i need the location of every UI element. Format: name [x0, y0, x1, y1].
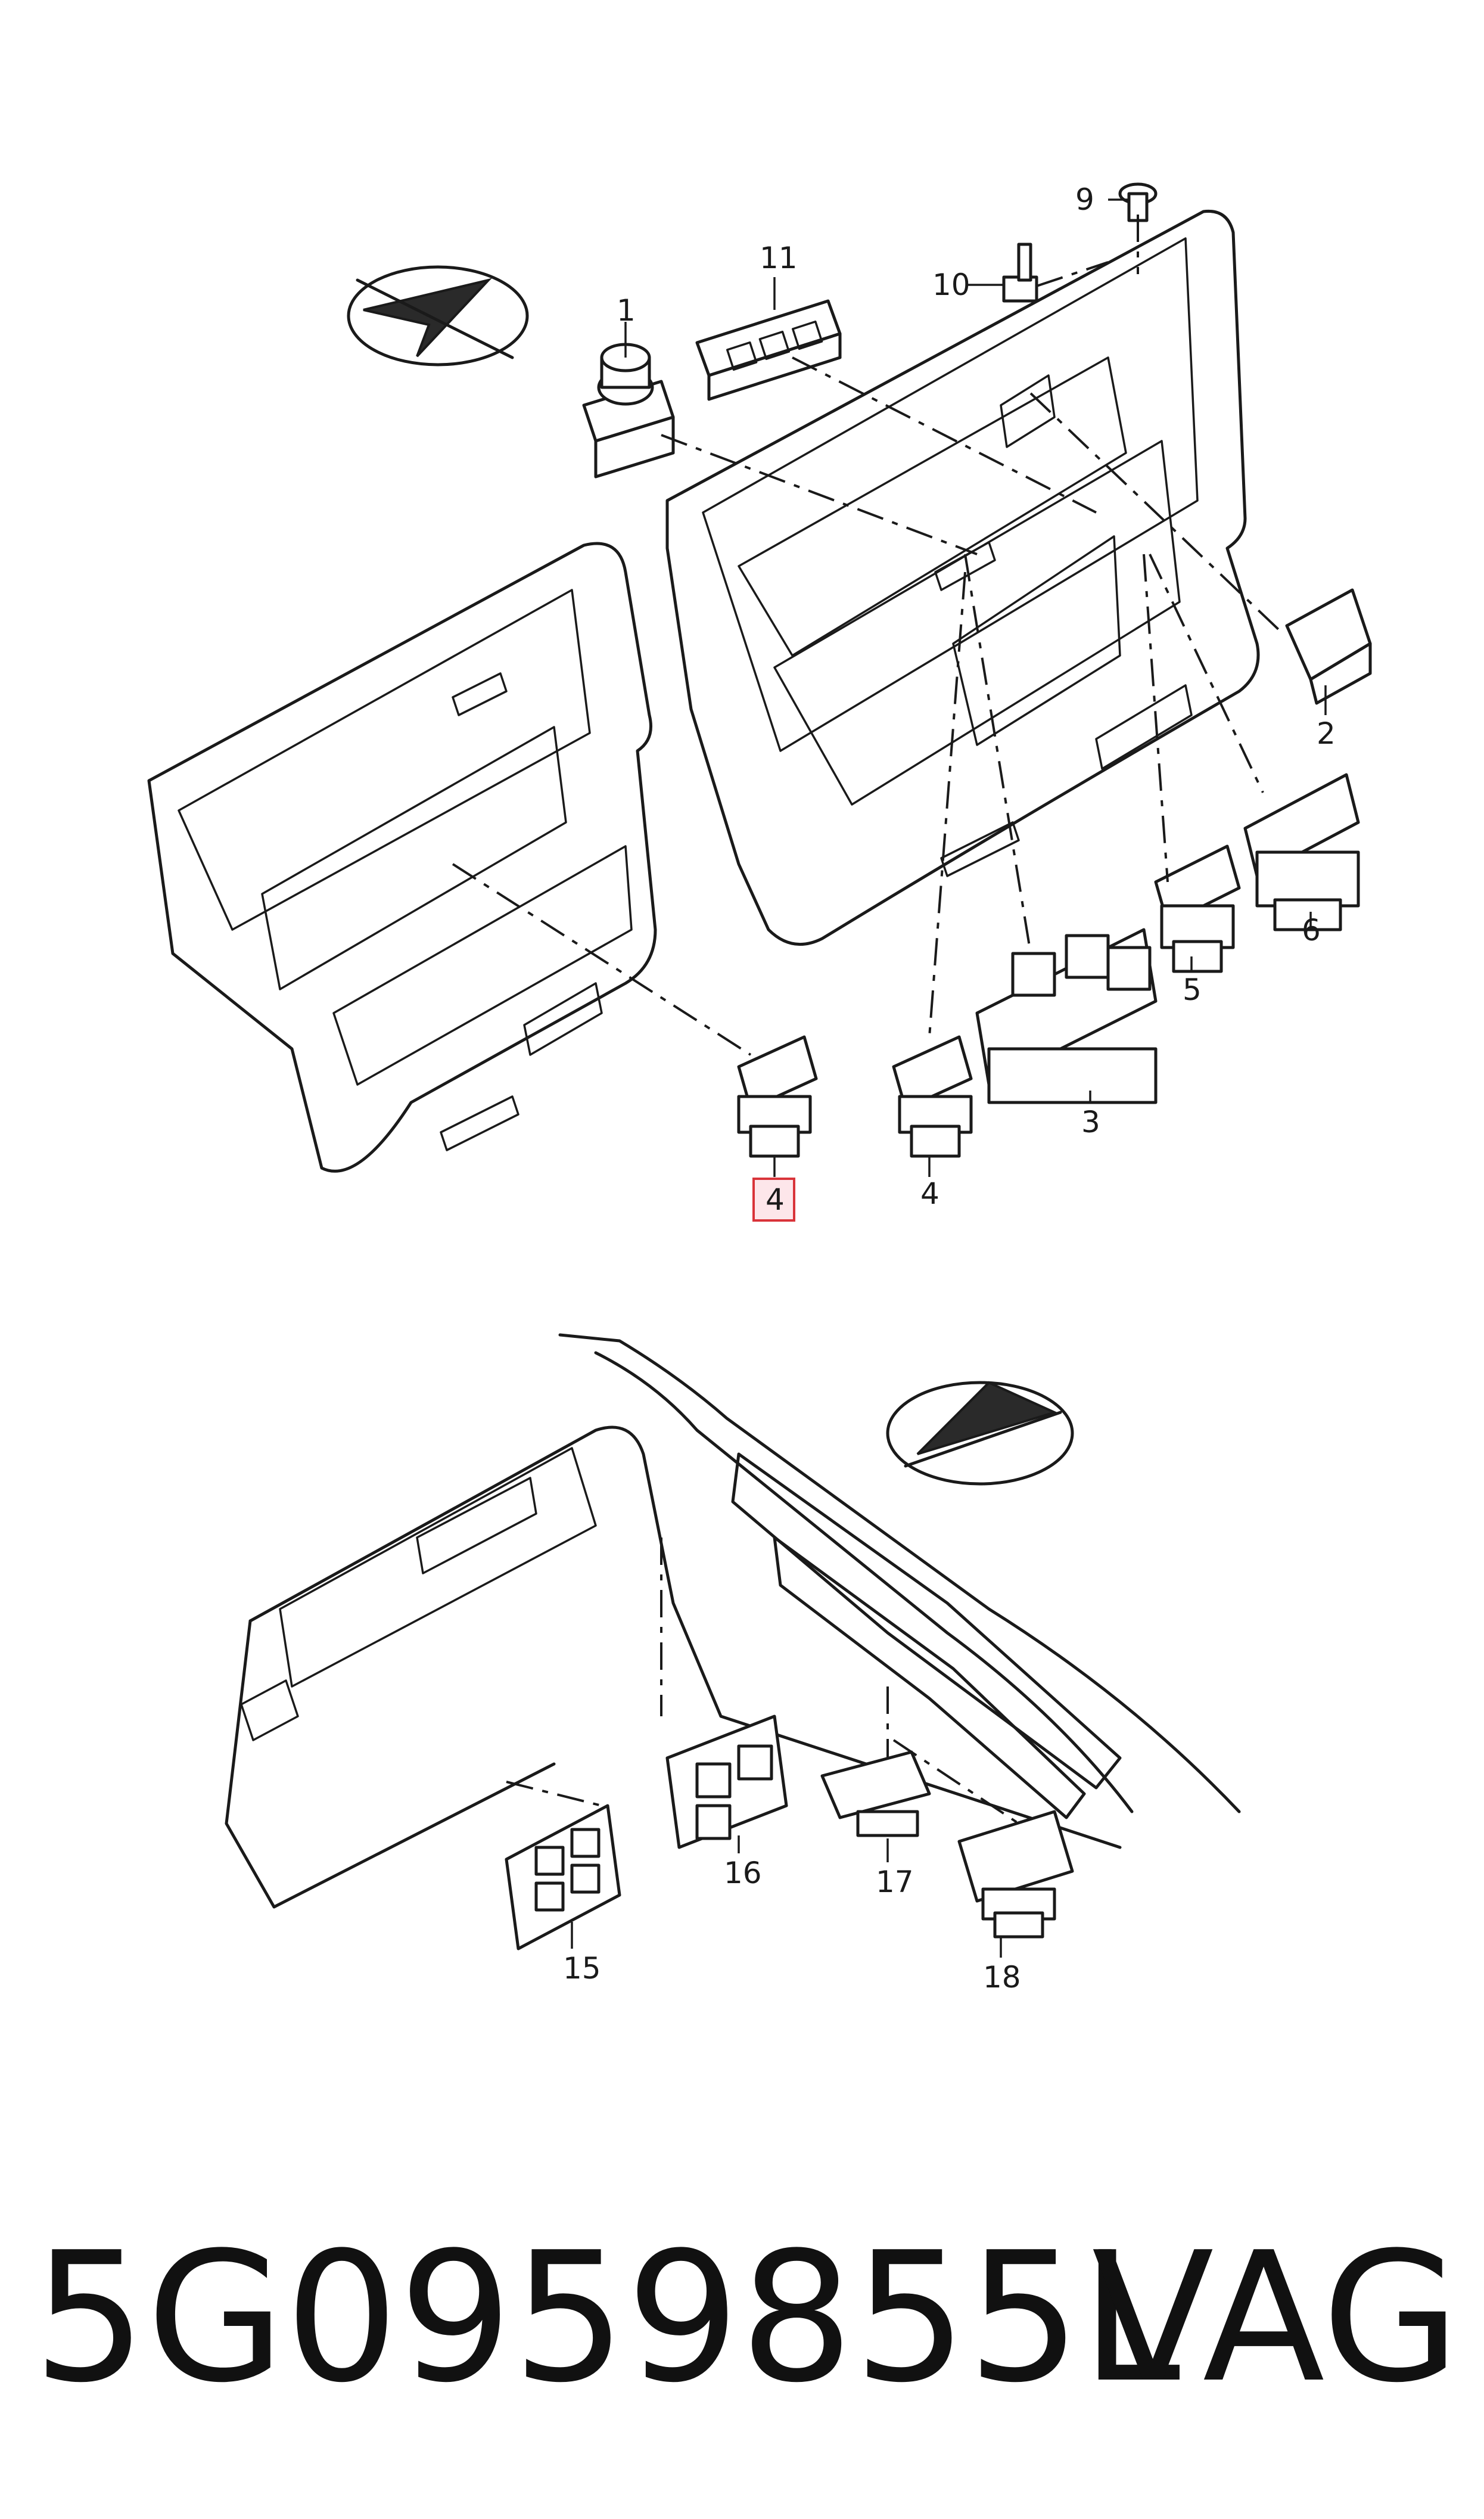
part-4b-switch — [892, 1035, 973, 1158]
callout-3: 3 — [1081, 1105, 1100, 1139]
orientation-symbol-rear — [886, 1381, 1074, 1486]
part-1-mirror-switch — [582, 343, 675, 479]
callout-2: 2 — [1317, 716, 1336, 751]
rear-console — [225, 1333, 1241, 1909]
part-6-switch — [1243, 773, 1360, 931]
part-3-switch-cluster — [975, 928, 1158, 1104]
highlight-box-4 — [752, 1178, 795, 1222]
part-number-label: 5G0959855L — [33, 2214, 1181, 2422]
callout-1: 1 — [617, 293, 636, 328]
part-10-clip — [1002, 243, 1038, 303]
callout-leaders-lower — [571, 1835, 1002, 1958]
callout-9: 9 — [1075, 182, 1094, 217]
callout-10: 10 — [932, 268, 970, 302]
part-15-switch — [505, 1804, 621, 1950]
rear-door-panel — [147, 542, 657, 1173]
callout-4-highlighted[interactable]: 4 — [766, 1182, 785, 1217]
callout-17: 17 — [876, 1865, 914, 1899]
callout-15: 15 — [563, 1951, 601, 1986]
callout-16: 16 — [724, 1856, 762, 1890]
callout-18: 18 — [983, 1960, 1021, 1995]
callout-6: 6 — [1302, 913, 1321, 948]
callout-11: 11 — [760, 241, 798, 275]
orientation-symbol-front — [347, 265, 529, 366]
part-4a-switch — [737, 1035, 818, 1158]
leader-lines-upper — [452, 215, 1282, 1056]
front-door-panel — [665, 209, 1260, 946]
part-18-switch — [957, 1810, 1074, 1939]
callout-4: 4 — [920, 1176, 939, 1211]
leader-lines-lower — [506, 1538, 1020, 1825]
part-11-switch-bar — [695, 299, 842, 401]
parts-diagram: 1 2 3 4 4 5 6 9 10 11 15 16 17 18 — [147, 182, 1372, 1995]
callout-5: 5 — [1183, 973, 1202, 1007]
callout-leaders-upper — [624, 198, 1327, 1177]
part-17-switch — [820, 1750, 931, 1837]
part-16-switch — [665, 1714, 788, 1849]
part-2-switch — [1285, 588, 1372, 705]
part-5-switch — [1154, 844, 1241, 973]
brand-label: VAG — [1091, 2214, 1460, 2422]
